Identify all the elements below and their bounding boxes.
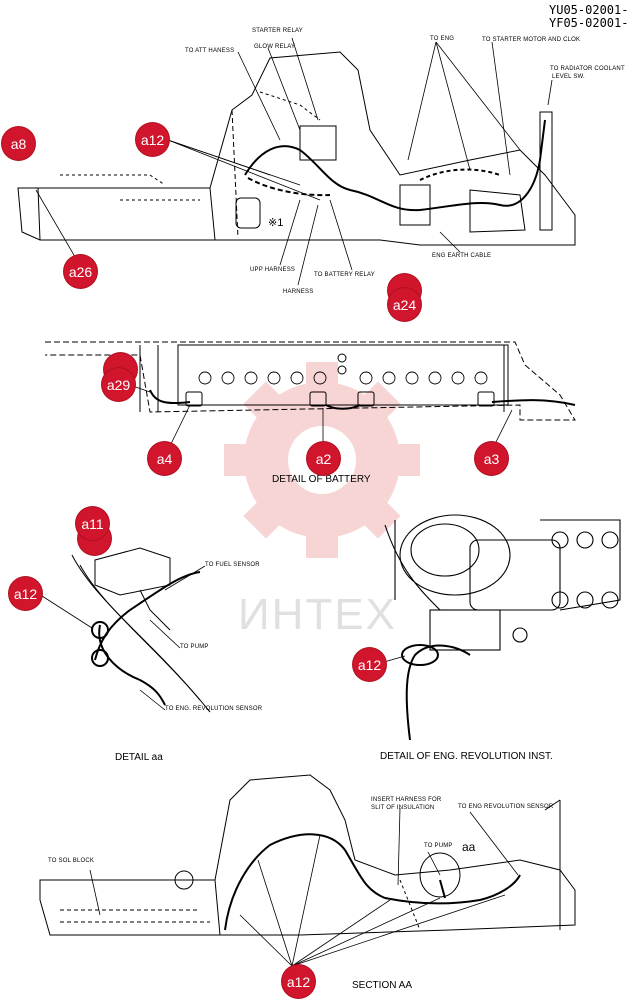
- label-to-eng-rev-sensor-section: TO ENG REVOLUTION SENSOR: [458, 804, 554, 810]
- doc-code-2: YF05-02001-: [549, 16, 629, 30]
- section-aa-harness: [224, 833, 521, 931]
- detail-aa-leaders: [41, 565, 206, 711]
- top-leader-lines: [35, 37, 553, 286]
- marker-a12-section: a12: [282, 965, 315, 998]
- label-to-pump-section: TO PUMP: [424, 843, 453, 849]
- label-eng-earth-cable: ENG EARTH CABLE: [432, 253, 492, 259]
- label-x1: ※1: [268, 217, 284, 229]
- label-harness: HARNESS: [283, 289, 314, 295]
- marker-a12-top: a12: [136, 123, 169, 156]
- marker-a4: a4: [148, 442, 181, 475]
- label-starter-relay: STARTER RELAY: [252, 28, 303, 34]
- caption-detail-aa: DETAIL aa: [115, 752, 163, 763]
- section-aa-drawing: [39, 774, 576, 936]
- top-harness-path: [244, 119, 546, 212]
- label-aa: aa: [462, 840, 476, 854]
- battery-cells: [198, 371, 488, 385]
- marker-a8: a8: [2, 127, 35, 160]
- label-to-att-haness: TO ATT HANESS: [185, 48, 235, 54]
- label-to-pump-detail: TO PUMP: [180, 644, 209, 650]
- marker-a2: a2: [307, 442, 340, 475]
- label-glow-relay: GLOW RELAY: [254, 44, 296, 50]
- caption-detail-battery: DETAIL OF BATTERY: [272, 474, 371, 485]
- caption-section-aa: SECTION AA: [352, 980, 413, 991]
- marker-a3: a3: [475, 442, 508, 475]
- marker-a12-aa: a12: [9, 577, 42, 610]
- marker-a29: a29: [102, 368, 135, 401]
- top-frame-drawing: [17, 51, 576, 246]
- label-to-starter-motor: TO STARTER MOTOR AND CLOK: [482, 37, 581, 43]
- detail-eng-rev-drawing: [384, 514, 621, 651]
- label-to-fuel-sensor: TO FUEL SENSOR: [205, 562, 260, 568]
- label-to-eng: TO ENG: [430, 36, 455, 42]
- watermark-gear-icon: [224, 362, 420, 558]
- doc-code-1: YU05-02001-: [549, 3, 629, 17]
- battery-cables: [149, 389, 576, 410]
- marker-a11: a11: [76, 507, 109, 540]
- detail-eng-rev-harness: [401, 644, 471, 741]
- label-to-sol-block: TO SOL BLOCK: [48, 858, 95, 864]
- battery-detail-drawing: [45, 341, 576, 421]
- section-aa-leaders: [89, 807, 519, 967]
- detail-eng-rev-leader: [383, 655, 406, 663]
- caption-detail-eng-rev: DETAIL OF ENG. REVOLUTION INST.: [380, 751, 553, 762]
- detail-aa-harness: [91, 571, 201, 706]
- marker-a26: a26: [64, 255, 97, 288]
- label-upp-harness: UPP HARNESS: [250, 267, 296, 273]
- label-level-sw: LEVEL SW.: [552, 74, 585, 80]
- label-to-eng-rev-sensor-detail: TO ENG. REVOLUTION SENSOR: [165, 706, 263, 712]
- watermark-text: ИНТЕХ: [238, 590, 397, 639]
- marker-a12-rev: a12: [353, 648, 386, 681]
- label-insert-harness-2: SLIT OF INSULATION: [371, 805, 435, 811]
- label-to-battery-relay: TO BATTERY RELAY: [314, 272, 375, 278]
- label-to-radiator: TO RADIATOR COOLANT: [550, 66, 625, 72]
- label-insert-harness-1: INSERT HARNESS FOR: [371, 797, 442, 803]
- marker-a24: a24: [388, 288, 421, 321]
